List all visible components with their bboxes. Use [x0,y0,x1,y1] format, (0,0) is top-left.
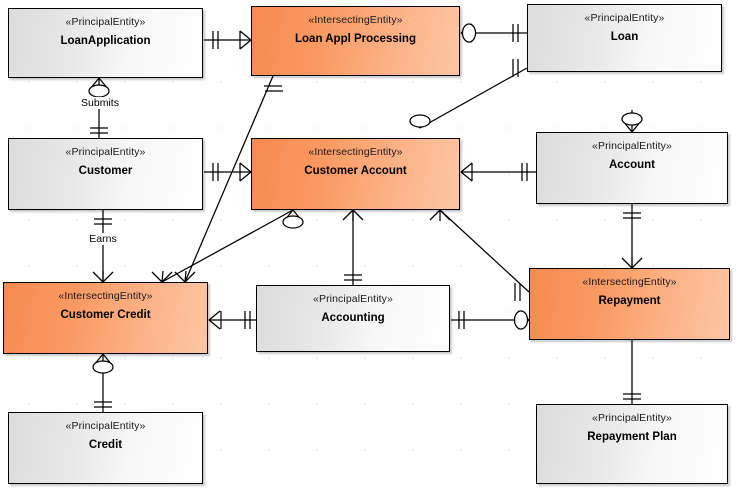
entity-name: Repayment [598,295,661,307]
entity-stereotype: «PrincipalEntity» [313,293,393,305]
connector-custaccount-custcredit [161,209,294,283]
entity-name: Customer Account [304,165,407,177]
entity-name: Loan Appl Processing [295,33,416,45]
entity-name: Customer [78,165,133,177]
entity-name: Repayment Plan [587,431,677,443]
entity-name: LoanApplication [60,35,151,47]
entity-stereotype: «IntersectingEntity» [308,14,403,26]
entity-name: Account [609,159,655,171]
entity-stereotype: «PrincipalEntity» [592,140,672,152]
entity-stereotype: «PrincipalEntity» [65,16,146,28]
entity-customer-account[interactable]: «IntersectingEntity» Customer Account [251,138,460,210]
entity-loan-application[interactable]: «PrincipalEntity» LoanApplication [8,8,203,78]
entity-stereotype: «PrincipalEntity» [65,146,146,158]
entity-loan[interactable]: «PrincipalEntity» Loan [527,4,722,72]
entity-stereotype: «PrincipalEntity» [65,420,146,432]
entity-name: Loan [610,31,639,43]
entity-stereotype: «PrincipalEntity» [592,412,672,424]
entity-accounting[interactable]: «PrincipalEntity» Accounting [256,285,450,352]
connector-custaccount-repayment [439,209,530,293]
edge-label-submits: Submits [70,97,130,109]
entity-loan-appl-processing[interactable]: «IntersectingEntity» Loan Appl Processin… [251,6,460,76]
entity-stereotype: «PrincipalEntity» [584,12,665,24]
entity-stereotype: «IntersectingEntity» [58,290,153,302]
entity-name: Credit [88,439,123,451]
entity-repayment-plan[interactable]: «PrincipalEntity» Repayment Plan [536,404,728,484]
entity-name: Customer Credit [60,309,151,321]
entity-name: Accounting [321,312,385,324]
entity-credit[interactable]: «PrincipalEntity» Credit [8,412,203,484]
entity-account[interactable]: «PrincipalEntity» Account [536,132,728,204]
entity-stereotype: «IntersectingEntity» [582,276,677,288]
entity-customer-credit[interactable]: «IntersectingEntity» Customer Credit [3,282,208,354]
edge-label-earns: Earns [75,233,131,245]
connector-loan-custaccount [419,67,528,129]
entity-repayment[interactable]: «IntersectingEntity» Repayment [529,268,730,340]
entity-stereotype: «IntersectingEntity» [308,146,403,158]
entity-customer[interactable]: «PrincipalEntity» Customer [8,138,203,210]
